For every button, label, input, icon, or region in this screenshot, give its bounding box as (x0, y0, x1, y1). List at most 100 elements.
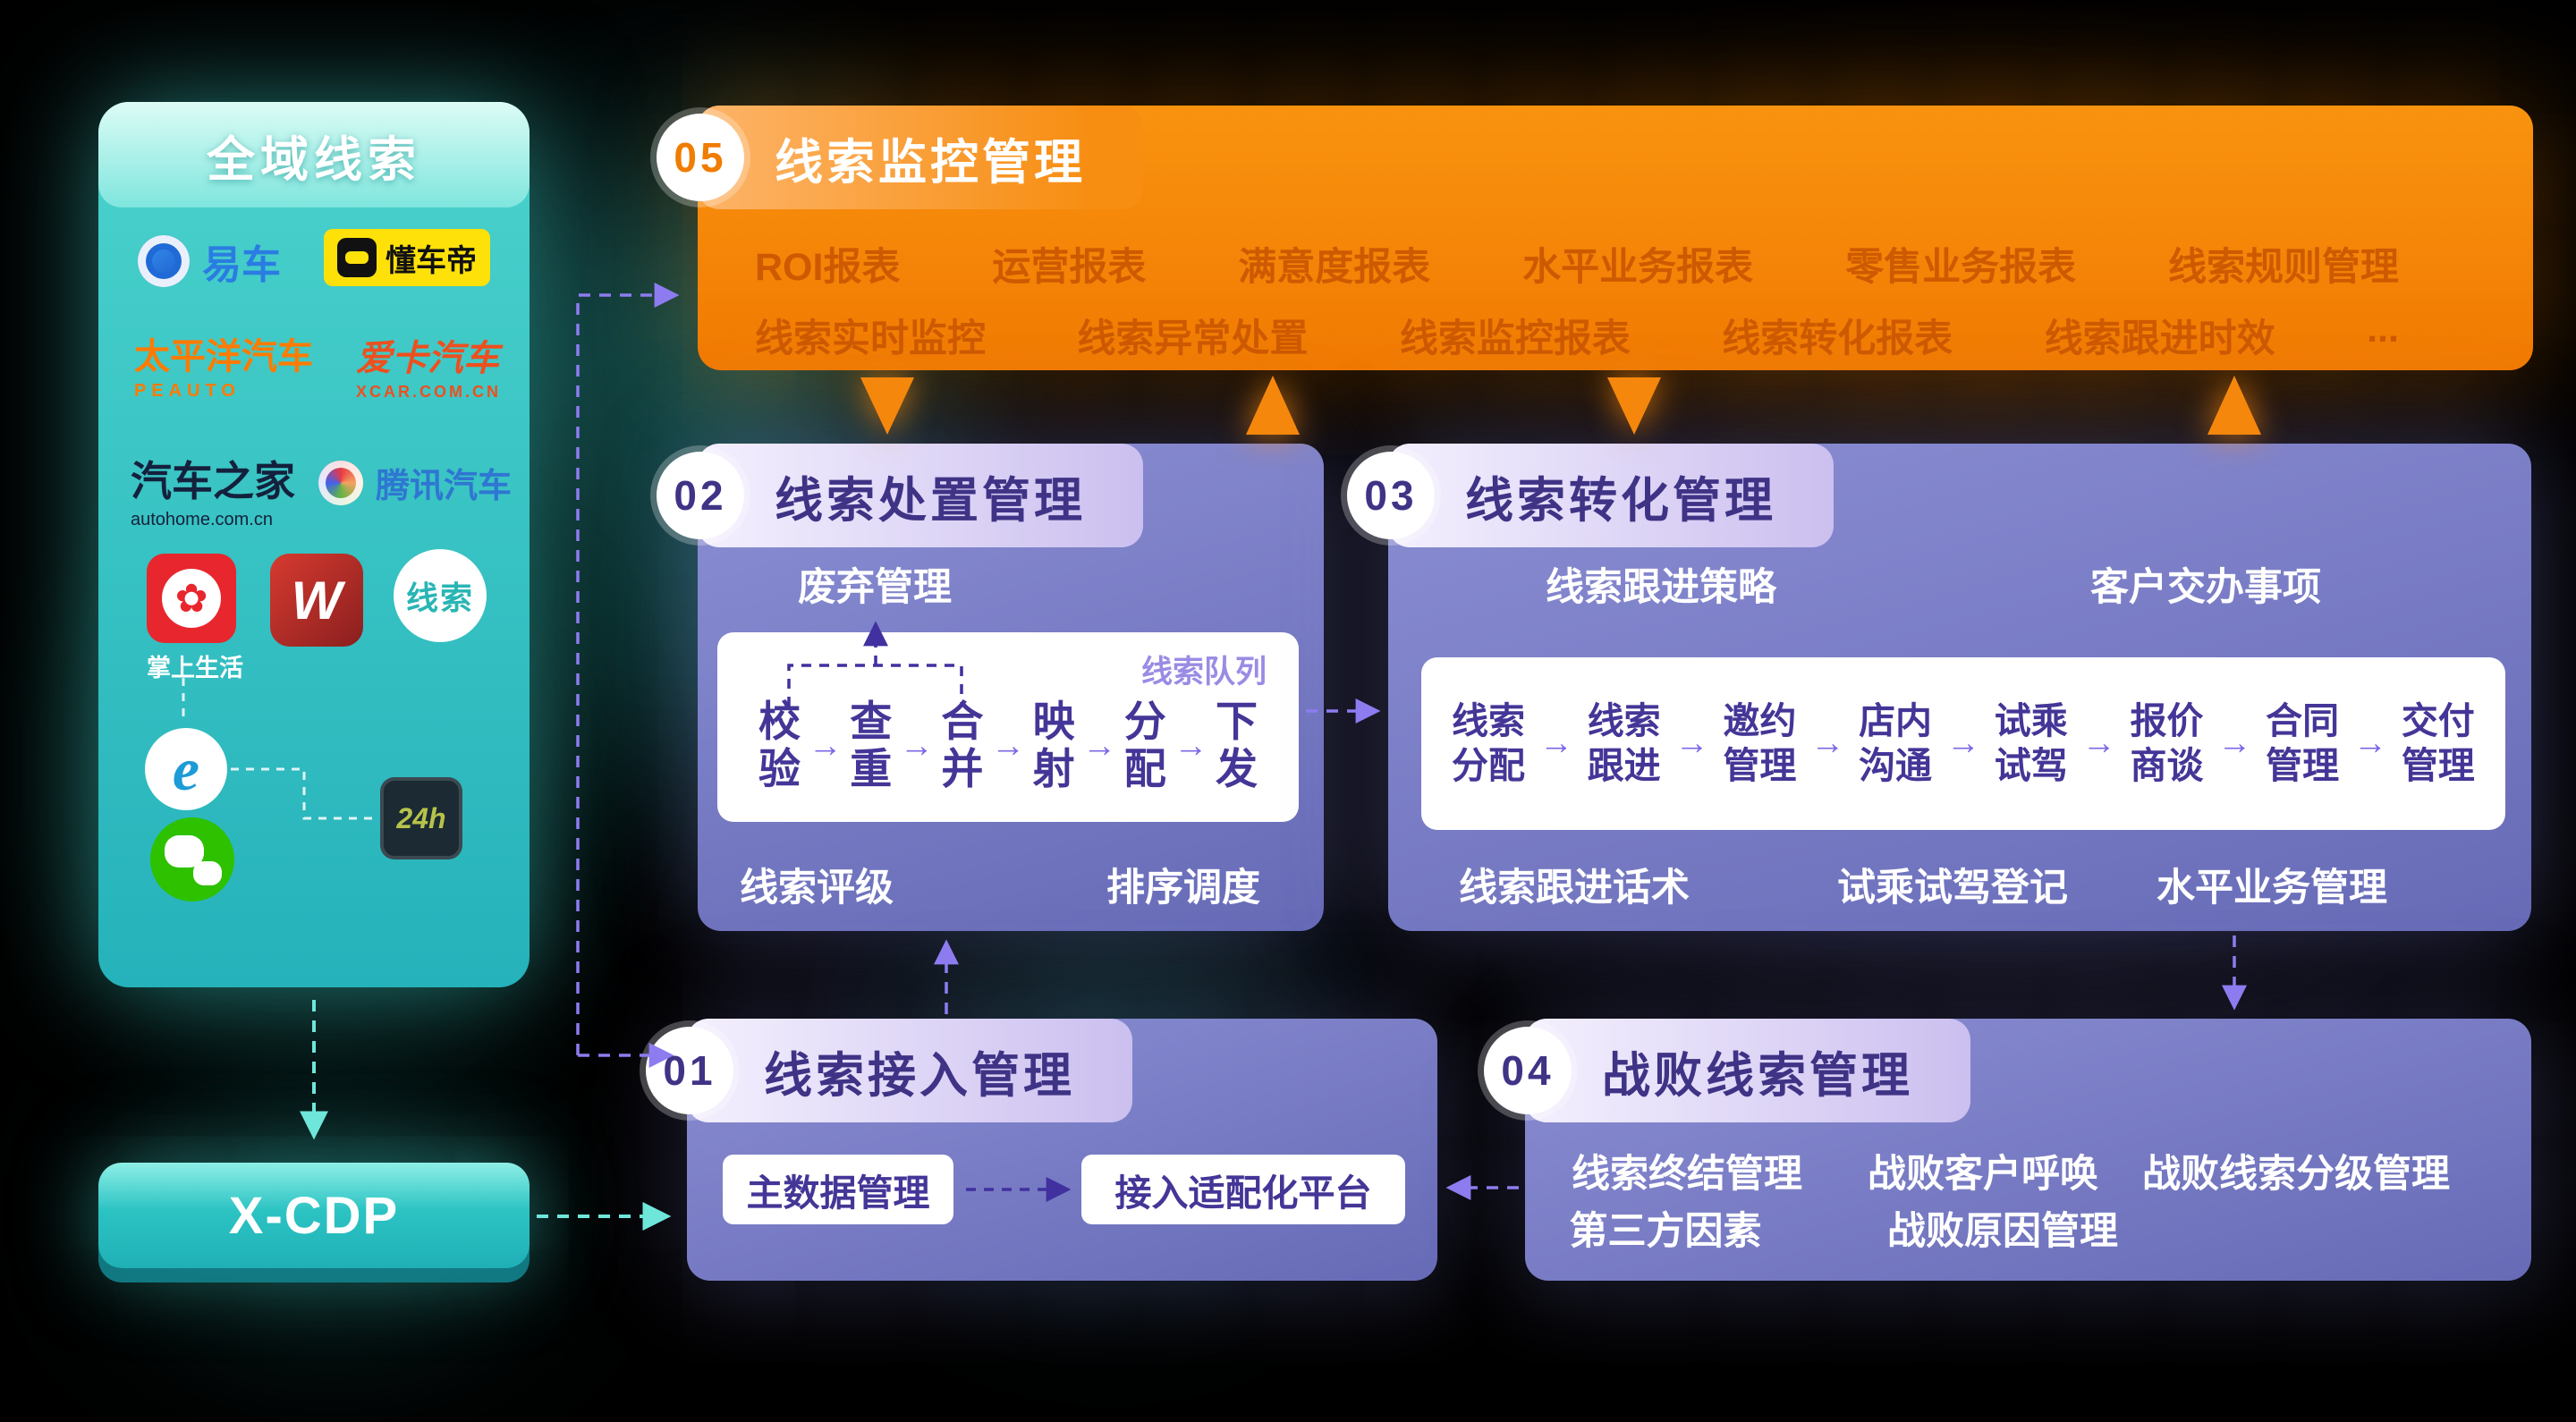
defeat-badge: 04 (1484, 1027, 1572, 1114)
arrow-right-icon (2082, 724, 2116, 763)
customer-tasks-label: 客户交办事项 (2090, 566, 2321, 609)
xcar-label: 爱卡汽车 (356, 339, 499, 378)
monitor-title: 线索监控管理 (775, 135, 1086, 190)
defeated-lead-grading-label: 战败线索分级管理 (2142, 1153, 2450, 1196)
convert-title: 线索转化管理 (1465, 473, 1776, 528)
w-icon: W (270, 554, 363, 647)
tencent-auto-icon (318, 460, 363, 505)
logo-w: W (270, 554, 363, 647)
monitor-report-list: ROI报表 运营报表 满意度报表 水平业务报表 零售业务报表 线索规则管理 线索… (755, 236, 2399, 363)
discard-management-label: 废弃管理 (798, 566, 952, 609)
flow-step: 交付管理 (2401, 700, 2475, 786)
arrow-right-icon (2353, 724, 2387, 763)
conversion-flow: 线索分配 线索跟进 邀约管理 店内沟通 试乘试驾 报价商谈 合同管理 交付管理 (1452, 657, 2475, 830)
access-box: 01 线索接入管理 主数据管理 接入适配化平台 (646, 1019, 1437, 1281)
monitor-row-1: ROI报表 运营报表 满意度报表 水平业务报表 零售业务报表 线索规则管理 (755, 236, 2399, 292)
arrow-right-icon (900, 727, 934, 766)
orange-arrow-down-dispose (860, 377, 914, 435)
testdrive-register-label: 试乘试驾登记 (1837, 867, 2068, 910)
autohome-sub: autohome.com.cn (131, 510, 273, 529)
monitor-badge: 05 (657, 114, 744, 201)
report-item: 满意度报表 (1238, 246, 1431, 289)
logo-ie: e (145, 728, 227, 810)
flow-step: 分配 (1123, 698, 1166, 792)
report-item: 零售业务报表 (1845, 246, 2077, 289)
report-item: 线索规则管理 (2167, 246, 2399, 289)
master-data-chip: 主数据管理 (723, 1155, 953, 1224)
arrow-right-icon (1946, 724, 1980, 763)
arrow-right-icon (991, 727, 1025, 766)
yiche-label: 易车 (202, 243, 281, 287)
monitor-header: 05 线索监控管理 (657, 106, 1143, 209)
logo-tencent-auto: 腾讯汽车 (318, 458, 512, 507)
pcauto-sub: PEAUTO (134, 381, 241, 401)
lead-queue-flow: 校验 查重 合并 映射 分配 下发 (758, 684, 1258, 808)
followup-script-label: 线索跟进话术 (1459, 867, 1690, 910)
convert-box: 03 线索转化管理 线索跟进策略 客户交办事项 线索分配 线索跟进 邀约管理 店… (1347, 444, 2531, 931)
logo-wechat (150, 817, 234, 901)
flow-step: 合同管理 (2266, 700, 2340, 786)
flow-step: 校验 (758, 698, 801, 792)
monitor-banner: 05 线索监控管理 ROI报表 运营报表 满意度报表 水平业务报表 零售业务报表… (657, 106, 2533, 370)
convert-header: 03 线索转化管理 (1347, 444, 1834, 547)
report-item: ROI报表 (755, 246, 901, 289)
tencent-auto-label: 腾讯汽车 (376, 468, 513, 505)
report-item: 线索跟进时效 (2044, 317, 2275, 360)
hotline-24h-icon: 24h (380, 777, 462, 859)
horizontal-business-label: 水平业务管理 (2157, 867, 2387, 910)
dongchedi-icon (337, 238, 377, 277)
report-item: 水平业务报表 (1522, 246, 1754, 289)
lead-queue-label: 线索队列 (1140, 655, 1267, 690)
ie-browser-icon: e (145, 728, 227, 810)
report-item: 线索实时监控 (755, 317, 986, 360)
monitor-row-2: 线索实时监控 线索异常处置 线索监控报表 线索转化报表 线索跟进时效 ... (755, 308, 2399, 363)
orange-arrow-up-2 (2207, 376, 2261, 435)
report-item: 线索监控报表 (1399, 317, 1631, 360)
sort-schedule-label: 排序调度 (1106, 867, 1260, 910)
flow-step: 线索分配 (1452, 700, 1525, 786)
followup-strategy-label: 线索跟进策略 (1546, 566, 1776, 609)
arrow-right-icon (2217, 724, 2251, 763)
lead-termination-label: 线索终结管理 (1572, 1153, 1802, 1196)
pcauto-label: 太平洋汽车 (134, 337, 313, 377)
dispose-header: 02 线索处置管理 (657, 444, 1143, 547)
report-item: ... (2367, 308, 2399, 351)
defeated-customer-recall-label: 战败客户呼唤 (1868, 1153, 2098, 1196)
access-header: 01 线索接入管理 (646, 1019, 1132, 1122)
flow-step: 邀约管理 (1723, 700, 1797, 786)
zhangshang-icon: ✿ (147, 554, 236, 643)
autohome-label: 汽车之家 (131, 458, 295, 504)
logo-xcar: 爱卡汽车 XCAR.COM.CN (356, 329, 501, 402)
arrow-right-icon (1174, 727, 1208, 766)
orange-arrow-down-convert (1607, 377, 1661, 435)
defeat-header: 04 战败线索管理 (1484, 1019, 1970, 1122)
flow-step: 下发 (1215, 698, 1258, 792)
arrow-right-icon (1810, 724, 1844, 763)
logo-autohome: 汽车之家 autohome.com.cn (131, 449, 295, 530)
lead-rating-label: 线索评级 (740, 867, 894, 910)
defeat-reason-label: 战败原因管理 (1887, 1210, 2118, 1253)
arrow-right-icon (1082, 727, 1116, 766)
arrow-right-icon (1539, 724, 1573, 763)
dispose-box: 02 线索处置管理 废弃管理 线索队列 校验 查重 合并 映射 分配 下发 线索… (657, 444, 1324, 931)
flow-step: 报价商谈 (2130, 700, 2204, 786)
flow-step: 试乘试驾 (1994, 700, 2068, 786)
third-party-factor-label: 第三方因素 (1569, 1210, 1762, 1253)
xcar-sub: XCAR.COM.CN (356, 383, 501, 401)
connector-riser-to-monitor (576, 283, 680, 1055)
arrow-right-icon (1675, 724, 1709, 763)
panel-title: 全域线索 (98, 102, 530, 207)
access-badge: 01 (646, 1027, 733, 1114)
defeat-title: 战败线索管理 (1602, 1048, 1913, 1103)
logo-zhangshang: ✿ 掌上生活 (147, 554, 243, 683)
flow-step: 线索跟进 (1587, 700, 1661, 786)
zhangshang-label: 掌上生活 (147, 655, 243, 681)
wechat-icon (150, 817, 234, 901)
logo-dongchedi: 懂车帝 (324, 229, 490, 286)
dispose-badge: 02 (657, 452, 744, 539)
convert-badge: 03 (1347, 452, 1435, 539)
report-item: 运营报表 (992, 246, 1147, 289)
clue-circle-icon: 线索 (394, 549, 487, 642)
lead-queue-box: 线索队列 校验 查重 合并 映射 分配 下发 (717, 632, 1299, 822)
